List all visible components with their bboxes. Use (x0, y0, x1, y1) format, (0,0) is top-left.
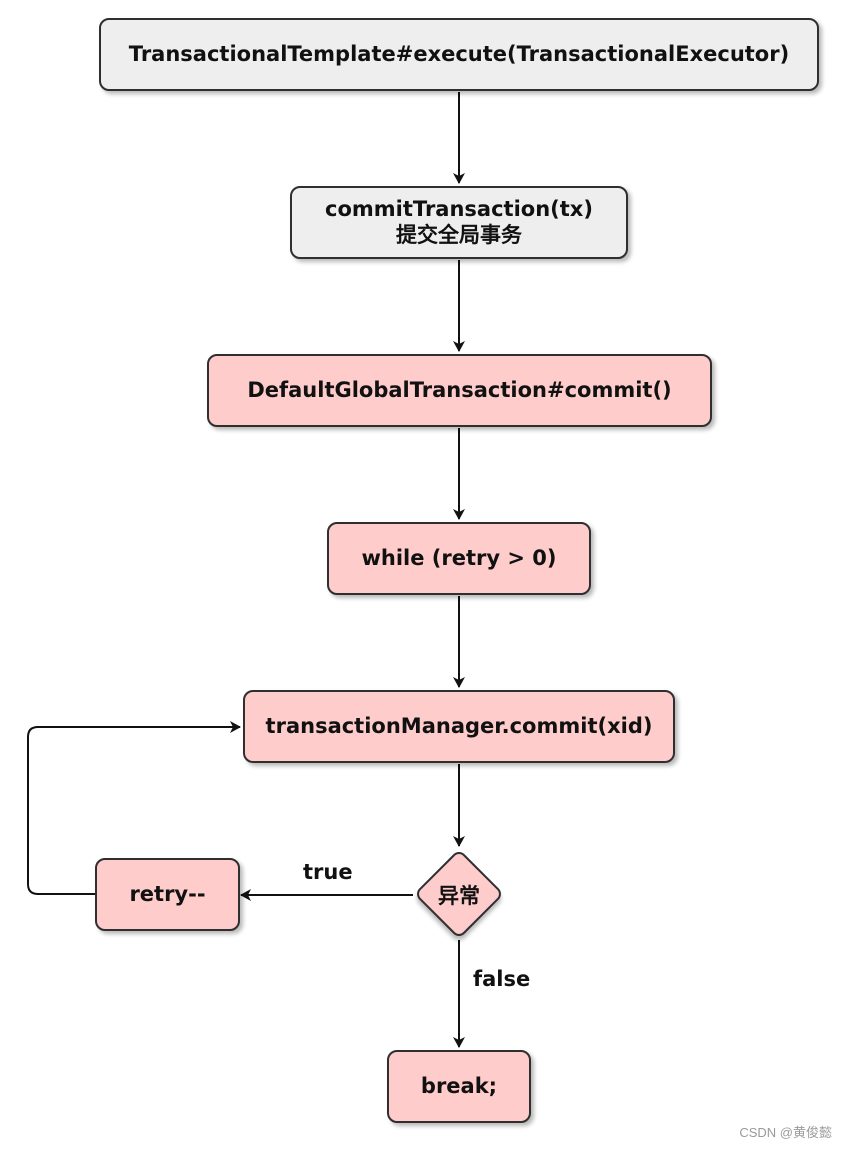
exception-decision-label: 异常 (438, 884, 480, 908)
commit-transaction-label: commitTransaction(tx) (325, 197, 593, 222)
while-loop-node: while (retry > 0) (327, 522, 591, 595)
global-commit-node: DefaultGlobalTransaction#commit() (207, 354, 712, 427)
break-node: break; (387, 1050, 531, 1123)
global-commit-label: DefaultGlobalTransaction#commit() (247, 377, 672, 402)
retry-label: retry-- (129, 881, 206, 906)
true-edge-label: true (303, 860, 353, 884)
break-label: break; (420, 1073, 498, 1098)
csdn-watermark: CSDN @黄俊懿 (739, 1125, 832, 1140)
false-edge-label: false (473, 967, 531, 991)
commit-transaction-cn-label: 提交全局事务 (395, 222, 522, 247)
tm-commit-node: transactionManager.commit(xid) (243, 690, 675, 763)
edge-retry-loop-back (27, 721, 241, 895)
tm-commit-label: transactionManager.commit(xid) (265, 713, 653, 738)
execute-node: TransactionalTemplate#execute(Transactio… (99, 18, 819, 91)
execute-label: TransactionalTemplate#execute(Transactio… (128, 41, 790, 66)
commit-transaction-node: commitTransaction(tx) 提交全局事务 (290, 186, 628, 259)
retry-node: retry-- (95, 858, 240, 931)
while-loop-label: while (retry > 0) (361, 545, 557, 570)
